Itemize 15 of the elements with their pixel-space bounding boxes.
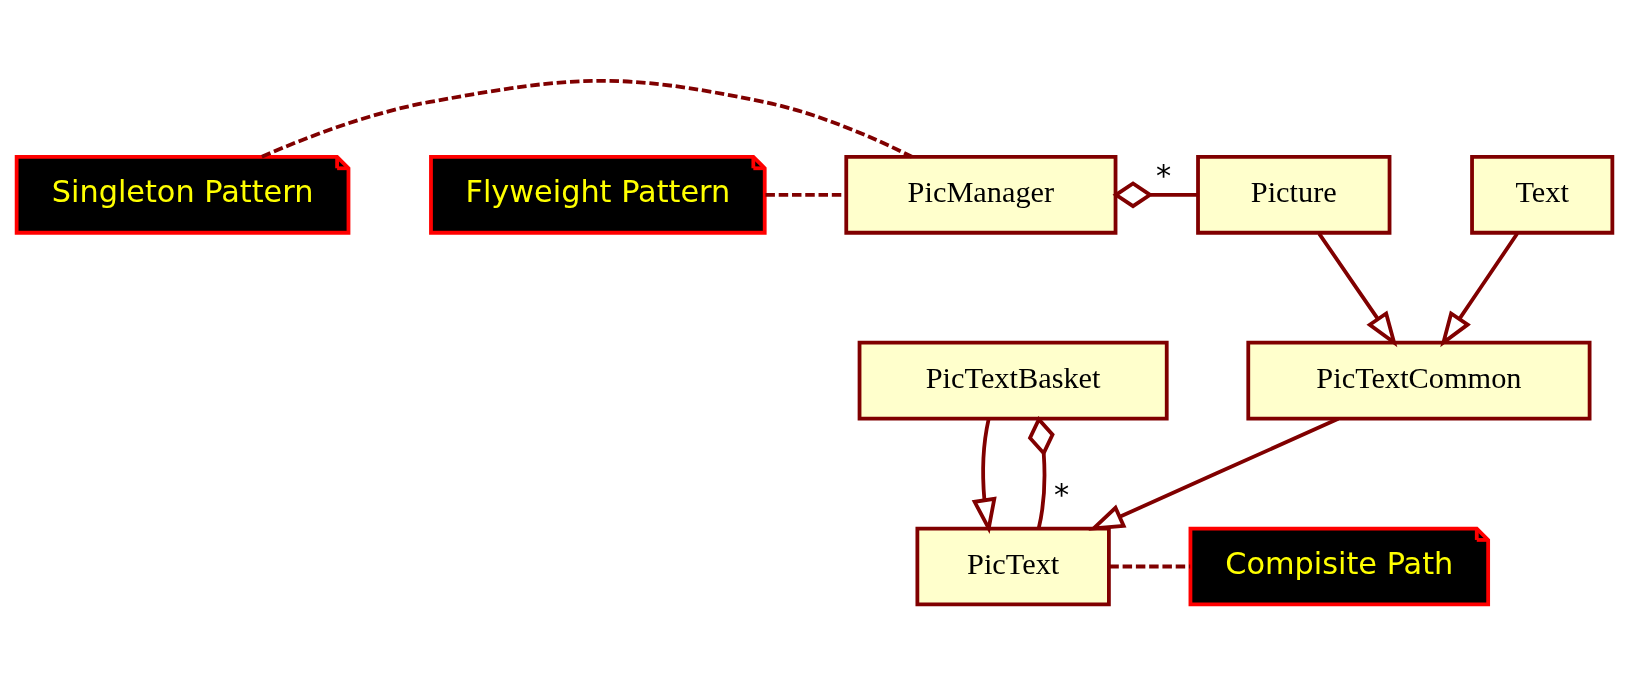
node-box: PicText bbox=[915, 526, 1111, 606]
arrow bbox=[1317, 232, 1398, 347]
node-box: PicTextBasket bbox=[857, 340, 1169, 420]
node-box: Picture bbox=[1196, 154, 1392, 235]
connector bbox=[1109, 564, 1191, 568]
connector bbox=[1112, 180, 1198, 208]
node-box: PicTextCommon bbox=[1246, 340, 1592, 420]
connector bbox=[261, 78, 913, 158]
connector bbox=[1027, 415, 1055, 529]
arrow bbox=[971, 418, 997, 534]
edge-label: * bbox=[1054, 476, 1070, 512]
arrow bbox=[1440, 232, 1519, 347]
node-box: Text bbox=[1470, 154, 1615, 235]
edge-label: * bbox=[1155, 157, 1172, 193]
node-box: PicManager bbox=[844, 154, 1118, 235]
